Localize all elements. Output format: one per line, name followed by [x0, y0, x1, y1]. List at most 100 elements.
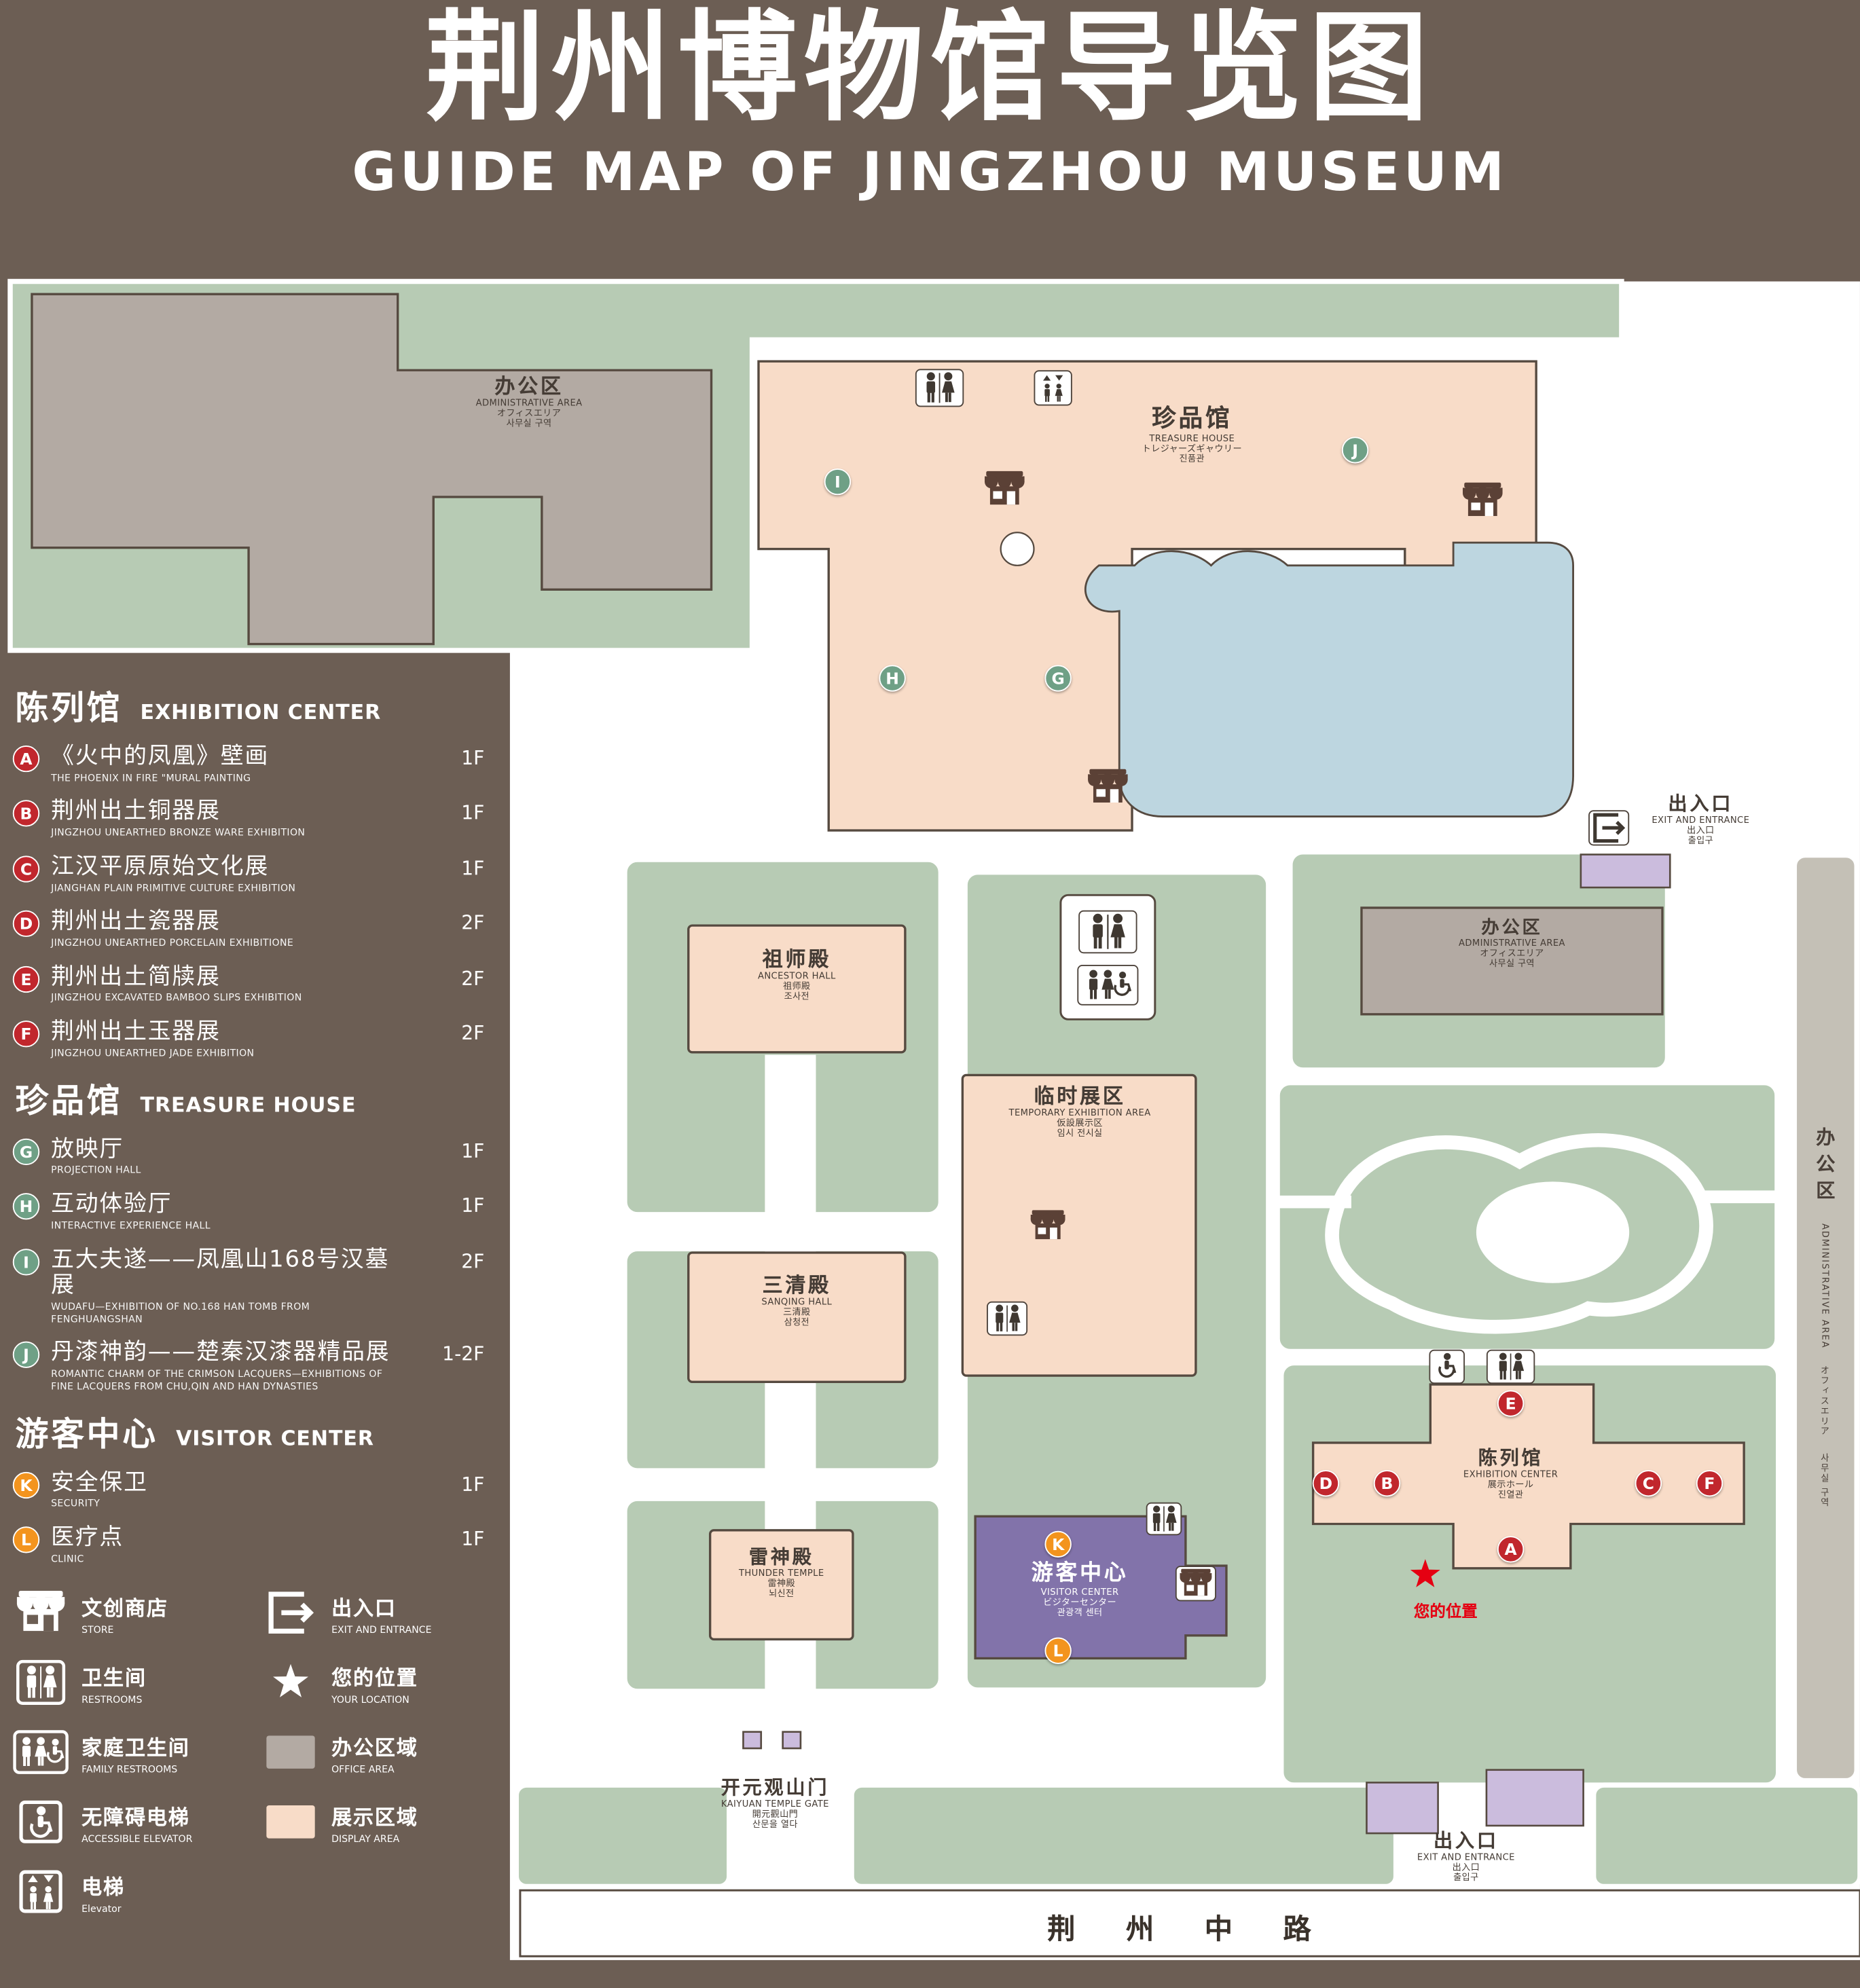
visitor-center-kr: 관광객 센터 — [1057, 1607, 1103, 1618]
symbol-zh: 无障碍电梯 — [81, 1805, 190, 1830]
legend-symbol-elevator: 电梯 Elevator — [13, 1869, 232, 1915]
admin-far-east-zh: 办公区 — [1813, 1126, 1837, 1207]
map-marker-K: K — [1044, 1530, 1072, 1558]
item-en: JINGZHOU UNEARTHED BRONZE WARE EXHIBITIO… — [51, 826, 306, 839]
west-path — [765, 1054, 816, 1887]
admin-northwest-en: ADMINISTRATIVE AREA — [475, 399, 583, 409]
map-marker-F: F — [1696, 1470, 1724, 1497]
thunder-temple-zh: 雷神殿 — [748, 1545, 814, 1568]
gate-pillar-1 — [742, 1731, 763, 1750]
symbol-en: YOUR LOCATION — [331, 1693, 409, 1706]
legend-item-H: H 互动体验厅 INTERACTIVE EXPERIENCE HALL 1F — [12, 1191, 505, 1232]
symbol-en: EXIT AND ENTRANCE — [331, 1623, 432, 1636]
exhibition-center-building — [1311, 1383, 1745, 1570]
store-icon — [1461, 482, 1504, 520]
treasure-house-jp: トレジャーズギャウリー — [1142, 443, 1242, 454]
accessible-elevator-icon — [1429, 1349, 1465, 1384]
item-en: ROMANTIC CHARM OF THE CRIMSON LACQUERS—E… — [51, 1367, 383, 1392]
thunder-temple-en: THUNDER TEMPLE — [738, 1568, 824, 1579]
item-zh: 荆州出土简牍展 — [51, 963, 221, 990]
legend-section-exhibition-center: 陈列馆 EXHIBITION CENTER — [16, 682, 505, 729]
water-pond — [1084, 541, 1574, 817]
item-zh: 江汉平原原始文化展 — [51, 853, 270, 880]
map-marker-J: J — [1341, 437, 1369, 464]
legend-item-L: L 医疗点 CLINIC 1F — [12, 1524, 505, 1565]
exhibition-center-label: 陈列馆 EXHIBITION CENTER 展示ホール 진열관 — [1463, 1447, 1558, 1501]
elevator-icon — [1034, 370, 1072, 406]
item-en: JINGZHOU UNEARTHED PORCELAIN EXHIBITIONE — [51, 936, 294, 949]
green-south-3 — [1590, 1782, 1860, 1890]
legend-item-A: A 《火中的凤凰》壁画 THE PHOENIX IN FIRE "MURAL P… — [12, 743, 505, 784]
restrooms-icon — [13, 1660, 69, 1706]
exit-south-jp: 出入口 — [1452, 1862, 1480, 1873]
item-floor: 2F — [461, 1249, 485, 1272]
item-floor: 1F — [461, 857, 485, 880]
exhibition-center-jp: 展示ホール — [1487, 1479, 1534, 1490]
legend-item-G: G 放映厅 PROJECTION HALL 1F — [12, 1136, 505, 1177]
symbol-en: DISPLAY AREA — [331, 1833, 400, 1845]
legend-marker-D: D — [12, 910, 40, 938]
map-marker-D: D — [1312, 1470, 1340, 1497]
admin-east-jp: オフィスエリア — [1480, 949, 1544, 959]
road — [519, 1889, 1860, 1957]
store-icon — [1029, 1209, 1067, 1242]
south-entrance-block-1 — [1366, 1782, 1439, 1835]
symbol-zh: 您的位置 — [331, 1665, 418, 1690]
gate-zh: 开元观山门 — [721, 1776, 830, 1799]
page-title: 荆州博物馆导览图 — [425, 0, 1435, 139]
legend-symbol-accessible-elevator: 无障碍电梯 ACCESSIBLE ELEVATOR — [13, 1800, 232, 1845]
south-entrance-block-2 — [1485, 1769, 1584, 1827]
admin-northwest-zh: 办公区 — [494, 373, 564, 399]
legend-marker-B: B — [12, 800, 40, 828]
exit-south-label: 出入口 EXIT AND ENTRANCE 出入口 출입구 — [1417, 1830, 1515, 1883]
ancestor-hall-jp: 祖师殿 — [783, 982, 811, 993]
admin-east-building — [1360, 906, 1664, 1016]
sanqing-hall-en: SANQING HALL — [761, 1297, 833, 1308]
symbol-en: ACCESSIBLE ELEVATOR — [81, 1833, 193, 1845]
item-en: PROJECTION HALL — [51, 1164, 141, 1176]
section-title-en: VISITOR CENTER — [176, 1425, 374, 1450]
exit-icon — [1588, 810, 1630, 846]
ancestor-hall-zh: 祖师殿 — [762, 946, 832, 972]
gate-jp: 開元觀山門 — [752, 1809, 799, 1820]
legend-item-C: C 江汉平原原始文化展 JIANGHAN PLAIN PRIMITIVE CUL… — [12, 853, 505, 894]
treasure-house-label: 珍品馆 TREASURE HOUSE トレジャーズギャウリー 진품관 — [1142, 405, 1242, 464]
legend-symbol-office-area: 办公区域 OFFICE AREA — [263, 1730, 482, 1775]
map-marker-E: E — [1497, 1390, 1525, 1417]
map-marker-C: C — [1635, 1470, 1662, 1497]
item-floor: 2F — [461, 912, 485, 935]
legend-item-I: I 五大夫遂——凤凰山168号汉墓展 WUDAFU—EXHIBITION OF … — [12, 1245, 505, 1325]
item-zh: 安全保卫 — [51, 1469, 148, 1496]
item-zh: 五大夫遂——凤凰山168号汉墓展 — [51, 1245, 390, 1299]
green-south-1 — [513, 1782, 732, 1890]
thunder-temple-label: 雷神殿 THUNDER TEMPLE 雷神殿 뇌신전 — [738, 1545, 824, 1600]
accessible-elevator-icon — [13, 1800, 69, 1845]
admin-east-kr: 사무실 구역 — [1489, 959, 1535, 969]
map-marker-I: I — [824, 468, 852, 496]
symbol-en: STORE — [81, 1623, 114, 1636]
your-location-label: 您的位置 — [1413, 1601, 1478, 1621]
admin-far-east-label: 办公区 ADMINISTRATIVE AREA オフィスエリア 사무실 구역 — [1795, 862, 1856, 1773]
exit-east-kr: 출입구 — [1688, 836, 1714, 847]
item-zh: 医疗点 — [51, 1524, 124, 1551]
gate-en: KAIYUAN TEMPLE GATE — [721, 1799, 829, 1810]
your-location-star-icon — [1408, 1558, 1442, 1591]
legend-symbol-restrooms: 卫生间 RESTROOMS — [13, 1660, 232, 1706]
exit-east-jp: 出入口 — [1687, 826, 1715, 836]
visitor-center-en: VISITOR CENTER — [1040, 1587, 1119, 1597]
garden-loop-path — [1325, 1133, 1713, 1334]
legend-item-B: B 荆州出土铜器展 JINGZHOU UNEARTHED BRONZE WARE… — [12, 798, 505, 839]
symbol-en: Elevator — [81, 1902, 122, 1915]
admin-east-label: 办公区 ADMINISTRATIVE AREA オフィスエリア 사무실 구역 — [1459, 918, 1565, 969]
temporary-area-zh: 临时展区 — [1034, 1084, 1126, 1109]
sanqing-hall-jp: 三清殿 — [783, 1308, 811, 1318]
legend-section-visitor-center: 游客中心 VISITOR CENTER — [16, 1408, 505, 1455]
family-restroom-icon — [13, 1730, 69, 1775]
restrooms-icon — [987, 1301, 1028, 1336]
thunder-temple-kr: 뇌신전 — [769, 1589, 795, 1600]
treasure-house-en: TREASURE HOUSE — [1149, 433, 1235, 444]
exhibition-center-kr: 진열관 — [1497, 1490, 1524, 1501]
legend-item-F: F 荆州出土玉器展 JINGZHOU UNEARTHED JADE EXHIBI… — [12, 1018, 505, 1060]
